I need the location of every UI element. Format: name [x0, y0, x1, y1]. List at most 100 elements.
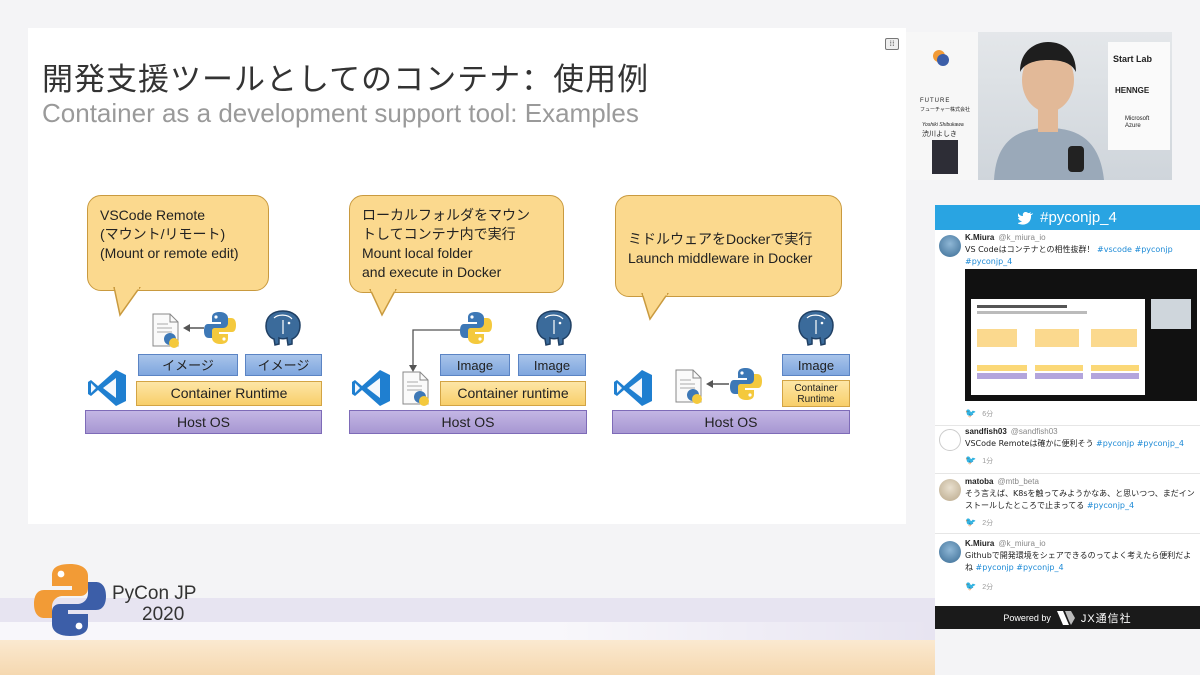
- pycon-name: PyCon JP: [112, 583, 197, 604]
- thumbnail-bubble: [1035, 329, 1079, 347]
- host-os-label: Host OS: [177, 413, 230, 430]
- twitter-bird-small-icon: 🐦: [965, 581, 977, 591]
- background-band-orange: [0, 640, 935, 675]
- document-icon: [152, 313, 179, 348]
- author-name: K.Miura: [965, 539, 995, 548]
- image-label: イメージ: [257, 357, 310, 373]
- thumbnail-runtime: [1091, 365, 1139, 371]
- sponsor-azure: Azure: [1125, 123, 1141, 129]
- speaker-video: FUTURE フューチャー株式会社 Yoshiki Shibukawa 渋川よし…: [906, 32, 1172, 180]
- tweet-text-content: VSCode Remoteは確かに便利そう: [965, 439, 1094, 448]
- speaker-person-image: [994, 42, 1104, 180]
- bubble-tail-3: [641, 293, 669, 321]
- twitter-bird-small-icon: 🐦: [965, 517, 977, 527]
- host-os-box: Host OS: [612, 410, 850, 434]
- tweet-text: VSCode Remoteは確かに便利そう #pyconjp #pyconjp_…: [965, 438, 1197, 450]
- slide-title-english: Container as a development support tool:…: [42, 98, 639, 128]
- arrow-left-icon: [706, 380, 729, 388]
- author-name: sandfish03: [965, 427, 1007, 436]
- tweet-item[interactable]: sandfish03@sandfish03 VSCode Remoteは確かに便…: [935, 427, 1200, 471]
- tweet-text-content: VS Codeはコンテナとの相性抜群！: [965, 245, 1095, 254]
- sponsor-hennge: HENNGE: [1115, 86, 1150, 95]
- vscode-logo-icon: [88, 370, 126, 406]
- tweet-text-content: Githubで開発環境をシェアできるのってよく考えたら便利だよね: [965, 551, 1192, 572]
- twitter-feed-widget: #pyconjp_4 K.Miura@k_miura_io VS Codeはコン…: [935, 205, 1200, 629]
- avatar[interactable]: [939, 429, 961, 451]
- speaker-name-ja: 渋川よしき: [922, 131, 957, 138]
- video-options-icon: ⁞⁞: [889, 39, 895, 48]
- tweet-divider: [935, 533, 1200, 534]
- thumbnail-host: [1035, 373, 1083, 379]
- bubble-line: (マウント/リモート): [100, 226, 226, 242]
- host-os-box: Host OS: [85, 410, 322, 434]
- tweet-text: そう言えば、K8sを触ってみようかなあ、と思いつつ、まだインストールしたところで…: [965, 488, 1197, 512]
- tweet-text-content: そう言えば、K8sを触ってみようかなあ、と思いつつ、まだインストールしたところで…: [965, 489, 1195, 510]
- tweet-item[interactable]: matoba@mtb_beta そう言えば、K8sを触ってみようかなあ、と思いつ…: [935, 477, 1200, 531]
- python-logo-icon: [460, 312, 492, 344]
- tweet-author: K.Miura@k_miura_io: [965, 539, 1046, 548]
- thumbnail-slide-image: [971, 299, 1145, 395]
- thumbnail-speaker-image: [1151, 299, 1191, 329]
- bubble-tail-1: [113, 287, 141, 317]
- author-handle: @mtb_beta: [997, 477, 1039, 486]
- thumbnail-subtitle-line: [977, 311, 1087, 314]
- container-runtime-box: Container Runtime: [136, 381, 322, 406]
- future-company-name: フューチャー株式会社: [920, 107, 970, 113]
- image-label: Image: [456, 357, 494, 373]
- tweet-time: 2分: [982, 519, 994, 527]
- pycon-python-logo-icon: [34, 564, 106, 636]
- tweet-hashtags[interactable]: #pyconjp #pyconjp_4: [975, 563, 1064, 572]
- tweet-hashtags[interactable]: #pyconjp #pyconjp_4: [1096, 439, 1184, 448]
- twitter-widget-footer: Powered by JX通信社: [935, 606, 1200, 629]
- thumbnail-runtime: [1035, 365, 1083, 371]
- author-handle: @k_miura_io: [998, 539, 1046, 548]
- author-handle: @k_miura_io: [998, 233, 1046, 242]
- postgresql-elephant-icon: [536, 310, 572, 346]
- sponsor-board: [1108, 42, 1170, 150]
- author-name: K.Miura: [965, 233, 995, 242]
- arrow-left-icon: [183, 324, 204, 332]
- python-logo-icon: [204, 312, 236, 344]
- tweet-hashtags[interactable]: #pyconjp_4: [1086, 501, 1135, 510]
- bubble-line: Launch middleware in Docker: [628, 250, 813, 266]
- tweet-hashtags[interactable]: #vscode #pyconjp #pyconjp_4: [965, 245, 1173, 266]
- host-os-box: Host OS: [349, 410, 587, 434]
- tweet-time: 6分: [982, 410, 994, 418]
- twitter-bird-small-icon: 🐦: [965, 455, 977, 465]
- runtime-label: Container: [794, 382, 838, 394]
- avatar[interactable]: [939, 541, 961, 563]
- tweet-image-thumbnail[interactable]: [965, 269, 1197, 401]
- python-logo-icon: [730, 368, 762, 400]
- vscode-logo-icon: [614, 370, 652, 406]
- tweet-item[interactable]: K.Miura@k_miura_io VS Codeはコンテナとの相性抜群！ #…: [935, 233, 1200, 429]
- avatar[interactable]: [939, 235, 961, 257]
- bubble-line: ミドルウェアをDockerで実行: [628, 231, 813, 247]
- host-os-label: Host OS: [441, 413, 495, 430]
- jx-brand-name: JX通信社: [1080, 612, 1132, 625]
- postgresql-elephant-icon: [265, 310, 301, 346]
- tweet-author: K.Miura@k_miura_io: [965, 233, 1046, 242]
- thumbnail-bubble: [977, 329, 1017, 347]
- pycon-small-logo-icon: [933, 50, 949, 66]
- callout-bubble-1: VSCode Remote (マウント/リモート) (Mount or remo…: [87, 195, 269, 291]
- mount-arrow-icon: [409, 329, 461, 372]
- tweet-author: sandfish03@sandfish03: [965, 427, 1058, 436]
- postgresql-elephant-icon: [798, 310, 834, 346]
- thumbnail-host: [1091, 373, 1139, 379]
- future-logo: FUTURE: [920, 98, 951, 104]
- tweet-meta: 🐦 2分: [965, 581, 993, 592]
- bubble-line: VSCode Remote: [100, 207, 206, 223]
- jx-logo-icon: [1056, 610, 1075, 625]
- powered-by-label: Powered by: [1003, 612, 1051, 623]
- bubble-tail-2: [369, 289, 397, 317]
- callout-bubble-3: ミドルウェアをDockerで実行 Launch middleware in Do…: [615, 195, 842, 297]
- video-options-button[interactable]: ⁞⁞: [885, 38, 899, 50]
- thumbnail-title-line: [977, 305, 1067, 308]
- tweet-author: matoba@mtb_beta: [965, 477, 1039, 486]
- avatar[interactable]: [939, 479, 961, 501]
- tweet-item[interactable]: K.Miura@k_miura_io Githubで開発環境をシェアできるのって…: [935, 539, 1200, 599]
- image-label: イメージ: [162, 357, 214, 373]
- tweet-time: 1分: [982, 457, 994, 465]
- container-runtime-box: Container runtime: [440, 381, 586, 406]
